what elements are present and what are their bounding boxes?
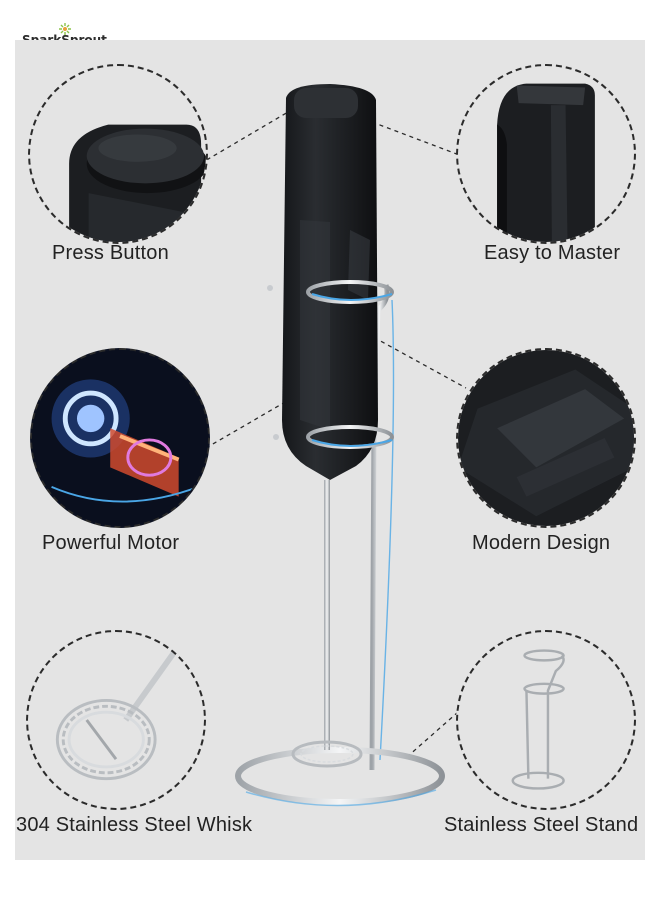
feature-circle-modern-design: [456, 348, 636, 528]
body-texture-closeup-icon: [458, 350, 634, 526]
feature-label-powerful-motor: Powerful Motor: [42, 532, 180, 554]
feature-label-easy-to-master: Easy to Master: [484, 242, 621, 264]
feature-circle-powerful-motor: [30, 348, 210, 528]
coil-whisk-icon: [55, 649, 178, 781]
feature-circle-stainless-steel-whisk: [26, 630, 206, 810]
feature-label-stainless-steel-stand: Stainless Steel Stand: [444, 814, 639, 836]
motor-cutaway-icon: [32, 350, 208, 526]
sprout-icon: [59, 23, 71, 35]
feature-circle-easy-to-master: [456, 64, 636, 244]
wire-stand-icon: [511, 649, 565, 790]
feature-circle-press-button: [28, 64, 208, 244]
feature-circle-stainless-steel-stand: [456, 630, 636, 810]
feature-label-modern-design: Modern Design: [472, 532, 611, 554]
feature-label-stainless-steel-whisk: 304 Stainless Steel Whisk: [16, 814, 253, 836]
handle-top-closeup-icon: [497, 83, 595, 242]
feature-label-press-button: Press Button: [52, 242, 169, 264]
press-button-closeup-icon: [69, 124, 206, 242]
